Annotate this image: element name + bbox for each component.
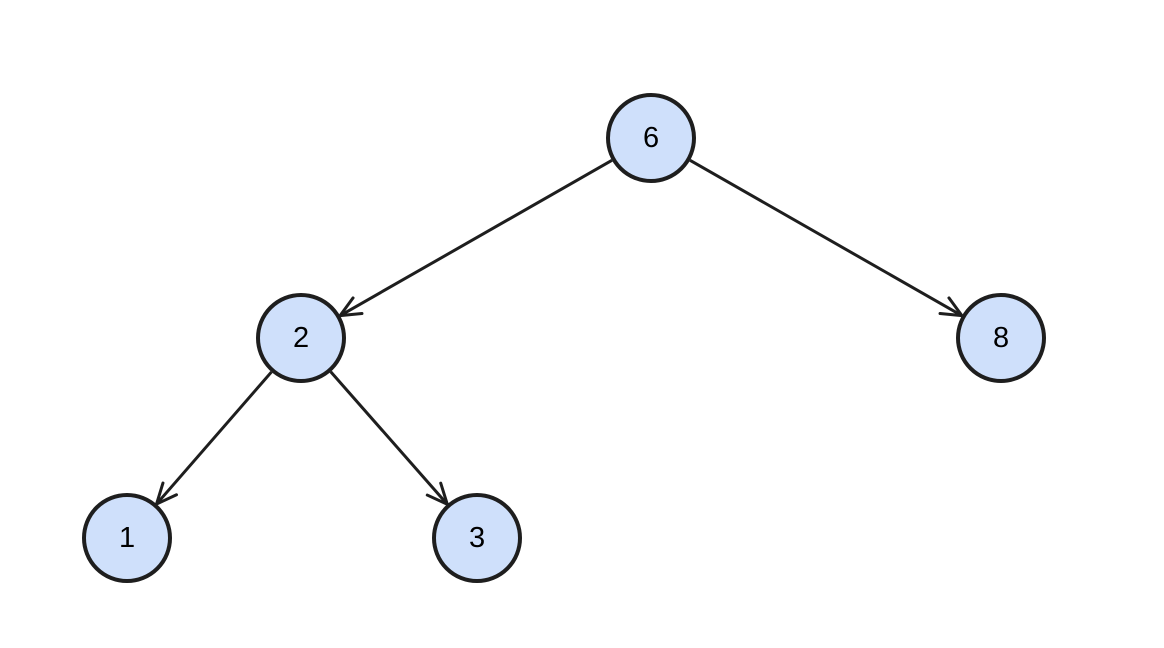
edge-2-to-3 bbox=[329, 370, 449, 506]
arrowhead-icon bbox=[338, 296, 364, 318]
edge-line bbox=[155, 370, 273, 506]
node-label: 3 bbox=[469, 522, 485, 554]
nodes-layer: 6 2 8 1 3 bbox=[82, 93, 1046, 583]
node-circle bbox=[432, 493, 522, 583]
tree-node-3: 3 bbox=[432, 493, 522, 583]
tree-node-8: 8 bbox=[956, 293, 1046, 383]
node-label: 6 bbox=[643, 122, 659, 154]
node-circle bbox=[956, 293, 1046, 383]
arrowhead-icon bbox=[155, 481, 178, 506]
tree-node-6: 6 bbox=[606, 93, 696, 183]
edge-line bbox=[329, 370, 449, 506]
node-circle bbox=[82, 493, 172, 583]
node-circle bbox=[256, 293, 346, 383]
edge-line bbox=[339, 159, 613, 317]
node-label: 2 bbox=[293, 322, 309, 354]
node-label: 8 bbox=[993, 322, 1009, 354]
edge-6-to-2 bbox=[338, 159, 613, 318]
edges-layer bbox=[155, 159, 964, 506]
arrowhead-icon bbox=[938, 296, 964, 318]
edge-2-to-1 bbox=[155, 370, 273, 506]
edge-6-to-8 bbox=[689, 159, 964, 318]
tree-node-1: 1 bbox=[82, 493, 172, 583]
node-label: 1 bbox=[119, 522, 135, 554]
node-circle bbox=[606, 93, 696, 183]
edge-line bbox=[689, 159, 963, 317]
tree-node-2: 2 bbox=[256, 293, 346, 383]
